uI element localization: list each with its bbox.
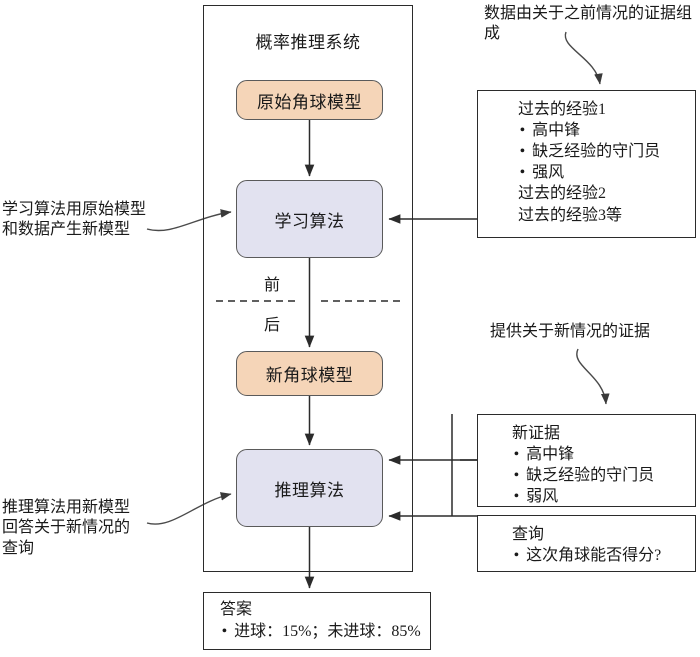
query-box[interactable]: 查询 这次角球能否得分? xyxy=(477,515,696,572)
new-evidence-list: 新证据 高中锋 缺乏经验的守门员 弱风 xyxy=(512,423,685,507)
node-new-corner-kick-model-label: 新角球模型 xyxy=(265,366,354,385)
past-experience-box[interactable]: 过去的经验1 高中锋 缺乏经验的守门员 强风 过去的经验2 过去的经验3等 xyxy=(477,90,696,238)
node-learning-algorithm[interactable]: 学习算法 xyxy=(236,180,383,258)
answer-list: 答案 进球：15%；未进球：85% xyxy=(220,599,422,642)
node-original-corner-kick-model[interactable]: 原始角球模型 xyxy=(236,80,383,120)
annotation-reasoning-note: 推理算法用新模型 回答关于新情况的 查询 xyxy=(2,499,131,557)
node-reasoning-algorithm-label: 推理算法 xyxy=(274,480,345,500)
new-evidence-box[interactable]: 新证据 高中锋 缺乏经验的守门员 弱风 xyxy=(477,414,696,507)
past-experience-bullet: 缺乏经验的守门员 xyxy=(518,141,685,162)
query-title: 查询 xyxy=(512,526,545,543)
label-phase-after: 后 xyxy=(263,317,280,334)
past-experience-bullet: 强风 xyxy=(518,162,685,183)
label-phase-before: 前 xyxy=(263,277,280,294)
new-evidence-bullet: 弱风 xyxy=(512,486,685,507)
past-experience-more: 过去的经验3等 xyxy=(518,206,623,224)
answer-box[interactable]: 答案 进球：15%；未进球：85% xyxy=(203,592,431,650)
annotation-learning-note: 学习算法用原始模型 和数据产生新模型 xyxy=(2,201,147,239)
system-title: 概率推理系统 xyxy=(255,33,361,52)
annotation-new-situation-evidence: 提供关于新情况的证据 xyxy=(490,323,651,340)
new-evidence-title: 新证据 xyxy=(512,425,561,442)
query-bullet: 这次角球能否得分? xyxy=(512,545,685,566)
node-new-corner-kick-model[interactable]: 新角球模型 xyxy=(236,351,383,396)
answer-bullet: 进球：15%；未进球：85% xyxy=(220,621,422,643)
query-list: 查询 这次角球能否得分? xyxy=(512,524,685,566)
node-reasoning-algorithm[interactable]: 推理算法 xyxy=(236,449,383,527)
probabilistic-reasoning-system-container xyxy=(203,5,413,572)
past-experience-title: 过去的经验1 xyxy=(518,101,607,118)
new-evidence-bullet: 缺乏经验的守门员 xyxy=(512,465,685,486)
answer-title: 答案 xyxy=(220,601,253,618)
past-experience-list: 过去的经验1 高中锋 缺乏经验的守门员 强风 过去的经验2 过去的经验3等 xyxy=(518,99,685,226)
past-experience-bullet: 高中锋 xyxy=(518,120,685,141)
annotation-data-evidence: 数据由关于之前情况的证据组成 xyxy=(484,5,693,43)
node-original-corner-kick-model-label: 原始角球模型 xyxy=(257,92,362,112)
past-experience-more: 过去的经验2 xyxy=(518,185,607,203)
node-learning-algorithm-label: 学习算法 xyxy=(274,211,345,231)
leader-new-situation xyxy=(576,348,610,405)
new-evidence-bullet: 高中锋 xyxy=(512,444,685,465)
